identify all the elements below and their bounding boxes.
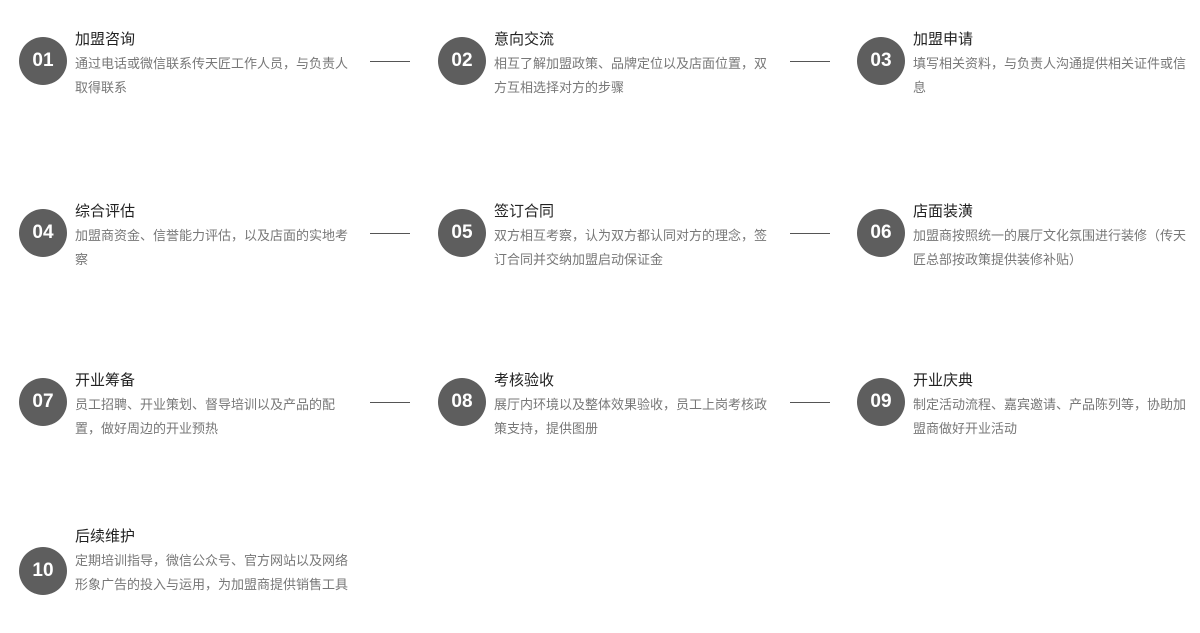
step-description: 通过电话或微信联系传天匠工作人员，与负责人取得联系 <box>75 57 349 96</box>
step-title: 考核验收 <box>494 371 555 389</box>
step-description: 填写相关资料，与负责人沟通提供相关证件或信息 <box>913 57 1187 96</box>
step-number-badge: 10 <box>19 547 67 595</box>
step-number-badge: 01 <box>19 37 67 85</box>
step-description: 双方相互考察，认为双方都认同对方的理念，签订合同并交纳加盟启动保证金 <box>494 229 768 268</box>
step-number-badge: 06 <box>857 209 905 257</box>
step-number-badge: 05 <box>438 209 486 257</box>
connector-line <box>370 233 410 234</box>
connector-line <box>370 402 410 403</box>
step-title: 店面装潢 <box>913 202 974 220</box>
step-number-badge: 03 <box>857 37 905 85</box>
step-title: 综合评估 <box>75 202 136 220</box>
step-description: 定期培训指导，微信公众号、官方网站以及网络形象广告的投入与运用，为加盟商提供销售… <box>75 554 349 593</box>
step-title: 签订合同 <box>494 202 555 220</box>
step-number-badge: 09 <box>857 378 905 426</box>
step-number-badge: 04 <box>19 209 67 257</box>
step-number-badge: 07 <box>19 378 67 426</box>
step-title: 意向交流 <box>494 30 555 48</box>
step-description: 加盟商资金、信誉能力评估，以及店面的实地考察 <box>75 229 349 268</box>
step-description: 员工招聘、开业策划、督导培训以及产品的配置，做好周边的开业预热 <box>75 398 336 437</box>
step-description: 加盟商按照统一的展厅文化氛围进行装修（传天匠总部按政策提供装修补贴） <box>913 229 1187 268</box>
connector-line <box>370 61 410 62</box>
step-title: 加盟申请 <box>913 30 974 48</box>
connector-line <box>790 61 830 62</box>
step-description: 展厅内环境以及整体效果验收，员工上岗考核政策支持，提供图册 <box>494 398 768 437</box>
step-description: 制定活动流程、嘉宾邀请、产品陈列等，协助加盟商做好开业活动 <box>913 398 1187 437</box>
step-title: 开业庆典 <box>913 371 974 389</box>
connector-line <box>790 233 830 234</box>
step-number-badge: 08 <box>438 378 486 426</box>
connector-line <box>790 402 830 403</box>
step-title: 开业筹备 <box>75 371 136 389</box>
step-title: 后续维护 <box>75 527 136 545</box>
step-number-badge: 02 <box>438 37 486 85</box>
step-title: 加盟咨询 <box>75 30 136 48</box>
step-description: 相互了解加盟政策、品牌定位以及店面位置，双方互相选择对方的步骤 <box>494 57 768 96</box>
